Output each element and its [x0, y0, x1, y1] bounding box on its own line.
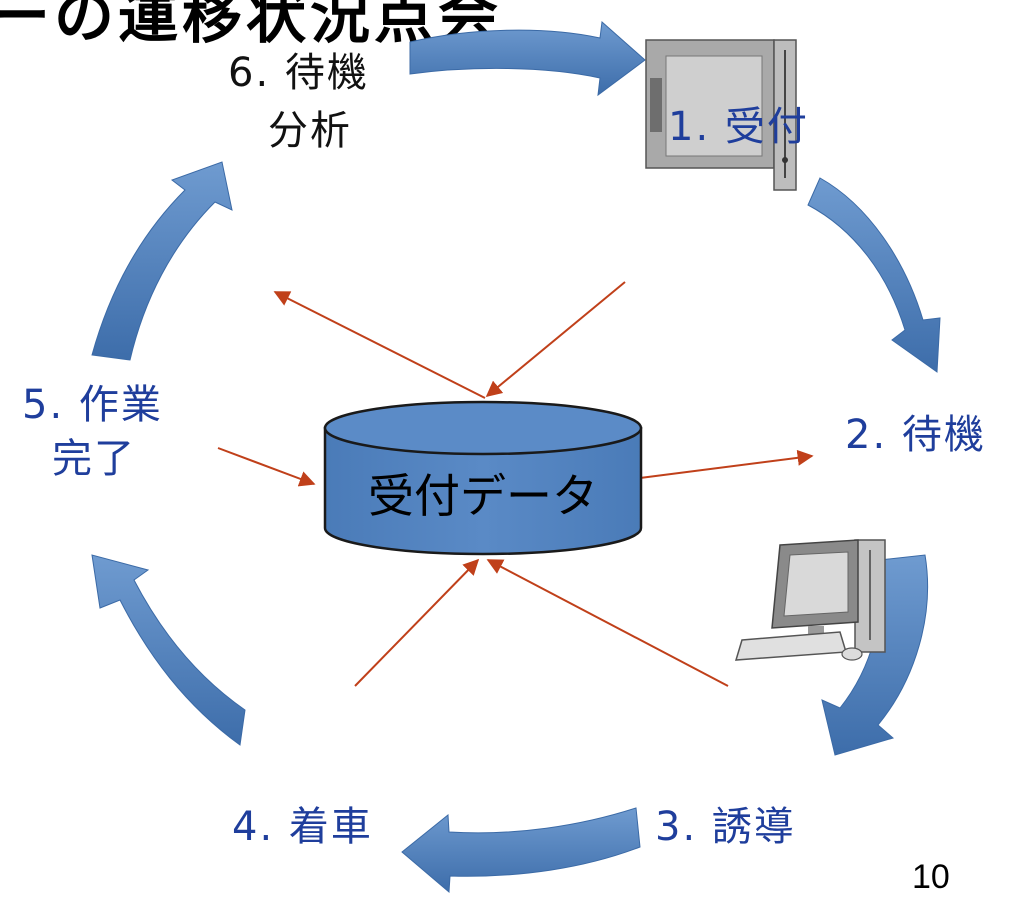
desktop-computer-icon [734, 539, 886, 661]
database-cylinder [323, 400, 643, 556]
computer-monitor-icon [645, 39, 797, 191]
step-2-label: 2. 待機 [845, 412, 986, 458]
page-number: 10 [912, 858, 950, 896]
cycle-arrow-3-to-4 [401, 807, 641, 894]
cycle-arrow-5-to-6 [91, 161, 233, 361]
data-arrow-from-3 [486, 559, 729, 687]
step-4-label: 4. 着車 [232, 804, 373, 850]
data-arrow-to-2 [639, 449, 814, 479]
step-6-label: 6. 待機 [228, 50, 369, 96]
step-3-label: 3. 誘導 [655, 804, 796, 850]
data-arrow-to-6 [273, 291, 486, 399]
cycle-arrow-6-to-1 [409, 20, 646, 97]
data-arrow-from-1 [485, 281, 626, 398]
database-label: 受付データ [368, 469, 598, 523]
step-5-label: 5. 作業 [22, 382, 163, 428]
data-arrow-from-4 [354, 558, 480, 687]
cycle-arrow-4-to-5 [91, 554, 246, 746]
step-1-label: 1. 受付 [668, 104, 809, 150]
step-6-label-line2: 分析 [268, 108, 352, 154]
data-arrow-from-5 [217, 447, 316, 487]
step-5-label-line2: 完了 [52, 436, 136, 482]
cycle-arrow-1-to-2 [807, 177, 941, 373]
